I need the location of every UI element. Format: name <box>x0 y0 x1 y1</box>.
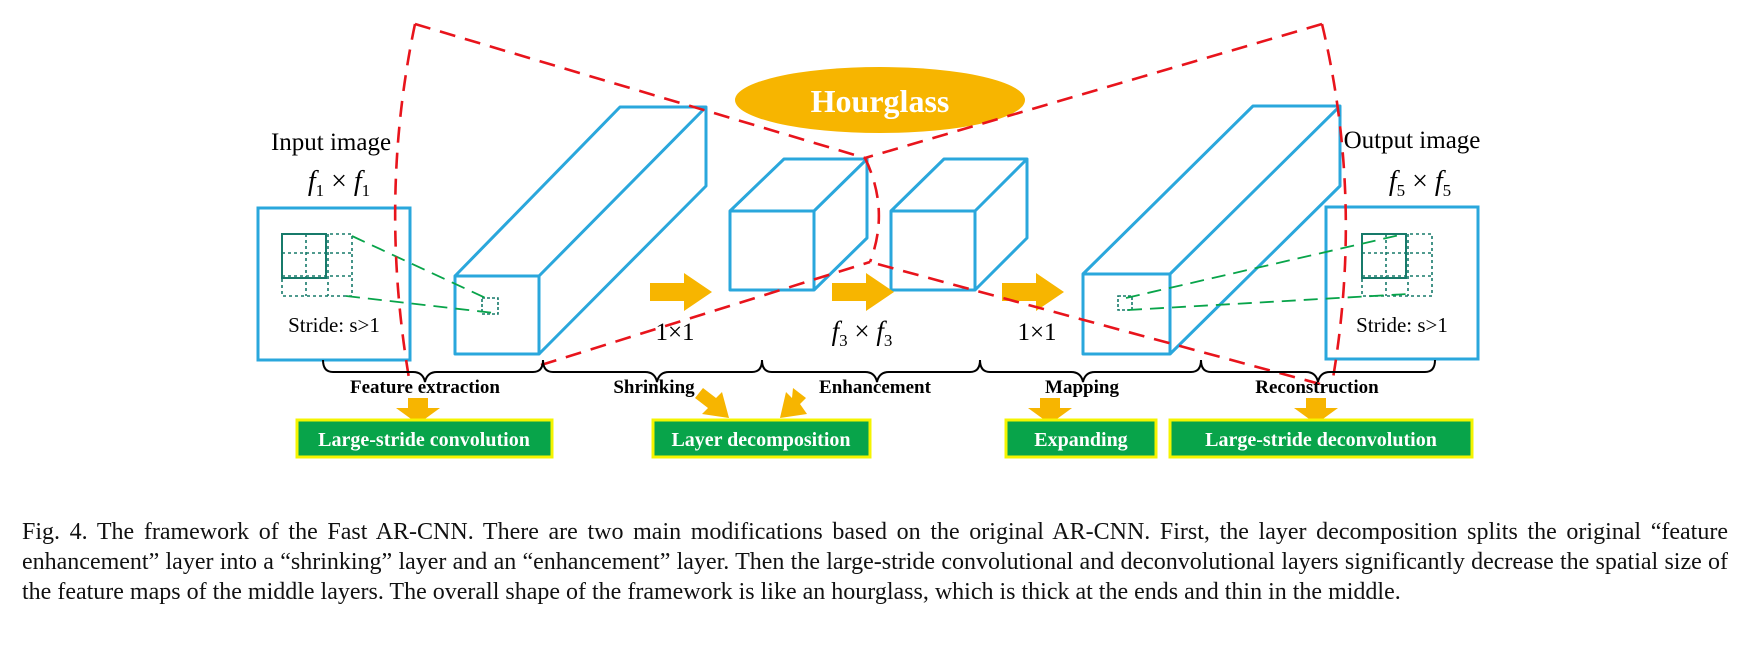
output-image-frame <box>1324 205 1480 361</box>
arrow-right-icon <box>650 273 712 311</box>
stage-label-feature-extraction: Feature extraction <box>350 377 500 398</box>
hourglass-outline <box>393 22 1348 386</box>
input-image-panel: Input image f1 × f1 Stride: s>1 <box>256 129 412 362</box>
modification-expanding: Expanding <box>1004 418 1158 459</box>
modification-large-stride-convolution: Large-stride convolution <box>295 418 554 459</box>
output-image-panel: Output image f5 × f5 Stride: s>1 <box>1324 127 1481 361</box>
input-image-frame <box>256 206 412 362</box>
arrow-down-icon <box>1028 398 1072 424</box>
output-size-label: f5 × f5 <box>1389 166 1451 200</box>
output-stride-label: Stride: s>1 <box>1356 313 1448 337</box>
stage-label-reconstruction: Reconstruction <box>1255 377 1379 398</box>
stage-label-enhancement: Enhancement <box>819 377 932 398</box>
modification-layer-decomposition: Layer decomposition <box>651 418 872 459</box>
mapping-kernel-label: 1×1 <box>1017 319 1056 346</box>
arrow-down-left-icon <box>780 388 807 418</box>
feature-extraction-layer <box>453 105 708 356</box>
enhancement-kernel-label: f3 × f3 <box>832 316 893 350</box>
output-grid-icon <box>1361 233 1433 297</box>
large-stride-deconvolution-label: Large-stride deconvolution <box>1205 429 1437 451</box>
stage-label-mapping: Mapping <box>1045 377 1119 398</box>
arrow-down-right-icon <box>695 388 729 418</box>
large-stride-convolution-label: Large-stride convolution <box>318 429 530 451</box>
arrow-down-icon <box>396 398 440 424</box>
fast-arcnn-framework-diagram: Hourglass Input image f1 × f1 Stride: s>… <box>256 22 1481 459</box>
arrow-down-icon <box>1294 398 1338 424</box>
feature-patch-marker <box>481 297 499 315</box>
mapping-patch-marker <box>1117 295 1133 311</box>
input-stride-label: Stride: s>1 <box>288 313 380 337</box>
hourglass-label: Hourglass <box>811 83 950 119</box>
enhancement-layer <box>889 157 1029 292</box>
figure-caption: Fig. 4. The framework of the Fast AR-CNN… <box>22 519 1728 605</box>
receptive-field-lines <box>345 233 1409 314</box>
stage-label-shrinking: Shrinking <box>613 377 695 398</box>
mapping-layer <box>1081 104 1342 356</box>
arrow-right-icon <box>832 273 894 311</box>
expanding-label: Expanding <box>1034 429 1127 451</box>
output-image-title: Output image <box>1344 127 1481 154</box>
hourglass-badge: Hourglass <box>735 67 1025 133</box>
input-grid-icon <box>281 233 353 297</box>
input-image-title: Input image <box>271 129 391 156</box>
modification-large-stride-deconvolution: Large-stride deconvolution <box>1168 418 1474 459</box>
shrinking-layer <box>728 157 869 292</box>
stage-braces <box>322 359 1436 383</box>
input-size-label: f1 × f1 <box>308 166 370 200</box>
layer-decomposition-label: Layer decomposition <box>671 429 850 451</box>
